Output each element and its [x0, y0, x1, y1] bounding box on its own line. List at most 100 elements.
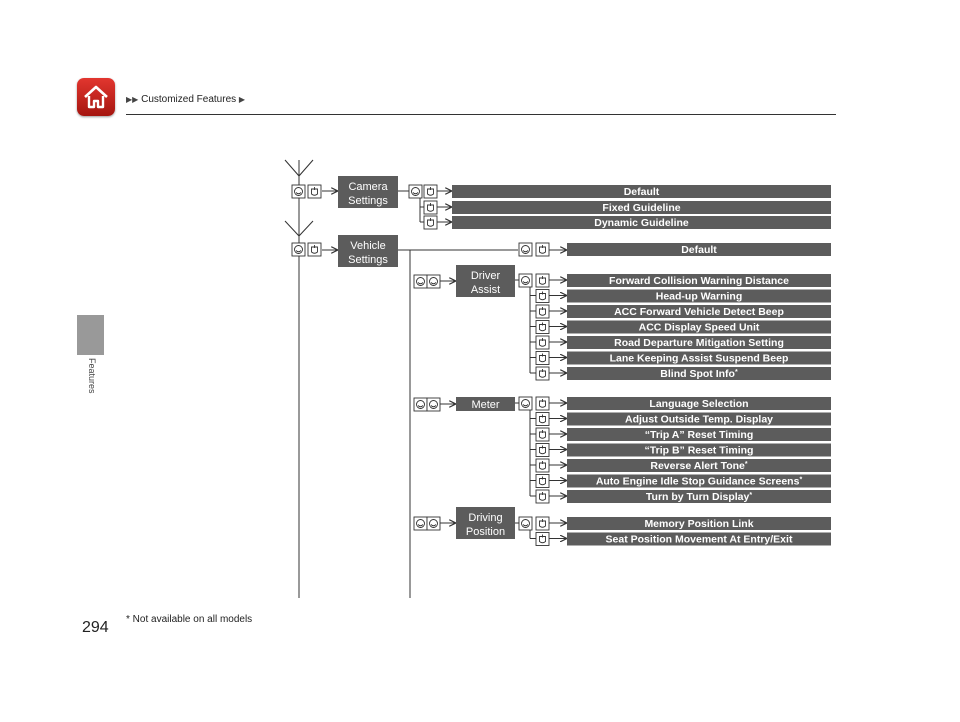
- meter-item-voice-icon-6: [535, 489, 550, 504]
- camera-item-2[interactable]: Dynamic Guideline: [452, 216, 831, 229]
- camera-item-2-label: Dynamic Guideline: [594, 217, 689, 229]
- breadcrumb-link[interactable]: Customized Features: [141, 94, 237, 105]
- category-meter-line1: Meter: [471, 399, 499, 411]
- camera-item-0[interactable]: Default: [452, 185, 831, 198]
- vehicle-voice-icon: [307, 242, 322, 257]
- meter-item-0-label: Language Selection: [649, 398, 748, 410]
- section-tab[interactable]: [77, 315, 104, 355]
- driver-assist-item-voice-icon-4: [535, 335, 550, 350]
- meter-talk-icon-a: [413, 397, 428, 412]
- driver-assist-item-voice-icon-0: [535, 273, 550, 288]
- vehicle-default-item[interactable]: Default: [567, 243, 831, 256]
- driving-position-item-0[interactable]: Memory Position Link: [567, 517, 831, 530]
- meter-item-3-label: “Trip B” Reset Timing: [645, 445, 754, 457]
- tree-icons: [291, 184, 550, 546]
- driver-assist-item-1[interactable]: Head-up Warning: [567, 289, 831, 303]
- camera-chevron-right: [298, 220, 314, 237]
- home-icon: [84, 85, 108, 109]
- driving-position-item-voice-icon-0: [535, 516, 550, 531]
- meter-item-voice-icon-5: [535, 474, 550, 488]
- driver-assist-item-0[interactable]: Forward Collision Warning Distance: [567, 274, 831, 287]
- meter-item-1[interactable]: Adjust Outside Temp. Display: [567, 412, 831, 426]
- category-driver-assist-line2: Assist: [471, 284, 500, 296]
- driving-position-item-1-label: Seat Position Movement At Entry/Exit: [606, 534, 793, 546]
- meter-item-4-label: Reverse Alert Tone*: [650, 460, 748, 472]
- driving-position-item-0-label: Memory Position Link: [644, 518, 753, 530]
- driver-assist-item-3[interactable]: ACC Display Speed Unit: [567, 320, 831, 334]
- meter-item-5[interactable]: Auto Engine Idle Stop Guidance Screens*: [567, 474, 831, 488]
- vehicle-talk-icon: [291, 242, 306, 257]
- driver-assist-item-4-label: Road Departure Mitigation Setting: [614, 337, 784, 349]
- driver-assist-item-6[interactable]: Blind Spot Info*: [567, 367, 831, 380]
- meter-item-talk-icon: [518, 396, 533, 411]
- meter-item-voice-icon-4: [535, 458, 550, 473]
- driving-position-talk-icon-b: [426, 516, 441, 531]
- camera-chevron-left: [284, 220, 300, 237]
- vehicle-default-item-label: Default: [681, 244, 717, 256]
- header-divider: [126, 114, 836, 115]
- driver-assist-item-2-label: ACC Forward Vehicle Detect Beep: [614, 306, 784, 318]
- breadcrumb-arrows-icon: ▶▶: [126, 95, 139, 104]
- camera-talk-icon: [291, 184, 306, 199]
- meter-item-2[interactable]: “Trip A” Reset Timing: [567, 428, 831, 441]
- category-vehicle-settings-line1: Vehicle: [350, 240, 385, 252]
- driver-assist-item-4[interactable]: Road Departure Mitigation Setting: [567, 336, 831, 349]
- meter-item-voice-icon-2: [535, 427, 550, 442]
- meter-item-6-label: Turn by Turn Display*: [646, 491, 752, 503]
- driving-position-item-voice-icon-1: [535, 532, 550, 546]
- vehicle-default-voice-icon: [535, 242, 550, 257]
- driver-assist-talk-icon-b: [426, 274, 441, 289]
- meter-item-voice-icon-0: [535, 396, 550, 411]
- meter-item-2-label: “Trip A” Reset Timing: [645, 429, 754, 441]
- driver-assist-item-5[interactable]: Lane Keeping Assist Suspend Beep: [567, 351, 831, 365]
- camera-item-1[interactable]: Fixed Guideline: [452, 201, 831, 214]
- meter-item-1-label: Adjust Outside Temp. Display: [625, 414, 773, 426]
- breadcrumb[interactable]: ▶▶ Customized Features ▶: [126, 94, 245, 105]
- category-driving-position-line2: Position: [466, 526, 505, 538]
- meter-item-4[interactable]: Reverse Alert Tone*: [567, 459, 831, 472]
- driver-assist-item-0-label: Forward Collision Warning Distance: [609, 275, 789, 287]
- breadcrumb-end-arrow-icon: ▶: [238, 95, 246, 104]
- camera-item-0-label: Default: [624, 186, 660, 198]
- camera-voice-icon: [307, 184, 322, 199]
- meter-item-0[interactable]: Language Selection: [567, 397, 831, 410]
- driving-position-talk-icon-a: [413, 516, 428, 531]
- page-number: 294: [82, 619, 109, 636]
- trunk-top-chevron-left: [284, 159, 300, 177]
- camera-item-voice-icon-1: [423, 200, 438, 215]
- camera-item-1-label: Fixed Guideline: [602, 202, 680, 214]
- vehicle-default-talk-icon: [518, 242, 533, 257]
- driver-assist-item-5-label: Lane Keeping Assist Suspend Beep: [610, 353, 789, 365]
- meter-item-voice-icon-3: [535, 443, 550, 457]
- meter-item-6[interactable]: Turn by Turn Display*: [567, 490, 831, 503]
- driver-assist-item-voice-icon-6: [535, 366, 550, 381]
- category-meter[interactable]: Meter: [456, 397, 515, 411]
- meter-item-voice-icon-1: [535, 412, 550, 426]
- driver-assist-item-voice-icon-1: [535, 289, 550, 303]
- driver-assist-item-talk-icon: [518, 273, 533, 288]
- camera-item-talk-icon: [408, 184, 423, 199]
- category-driver-assist-line1: Driver: [471, 270, 501, 282]
- driving-position-item-1[interactable]: Seat Position Movement At Entry/Exit: [567, 532, 831, 546]
- tree-lines: [284, 159, 566, 598]
- driver-assist-item-6-label: Blind Spot Info*: [660, 368, 738, 380]
- category-vehicle-settings-line2: Settings: [348, 254, 388, 266]
- driver-assist-item-3-label: ACC Display Speed Unit: [639, 322, 760, 334]
- footnote: * Not available on all models: [126, 614, 253, 625]
- category-camera-settings-line1: Camera: [348, 181, 388, 193]
- driver-assist-item-voice-icon-5: [535, 351, 550, 365]
- meter-item-5-label: Auto Engine Idle Stop Guidance Screens*: [596, 476, 803, 488]
- meter-item-3[interactable]: “Trip B” Reset Timing: [567, 443, 831, 457]
- driver-assist-item-1-label: Head-up Warning: [656, 291, 743, 303]
- camera-item-voice-icon: [423, 184, 438, 199]
- home-button[interactable]: [77, 78, 115, 116]
- trunk-top-chevron-right: [298, 159, 314, 177]
- driver-assist-talk-icon-a: [413, 274, 428, 289]
- driver-assist-item-2[interactable]: ACC Forward Vehicle Detect Beep: [567, 305, 831, 318]
